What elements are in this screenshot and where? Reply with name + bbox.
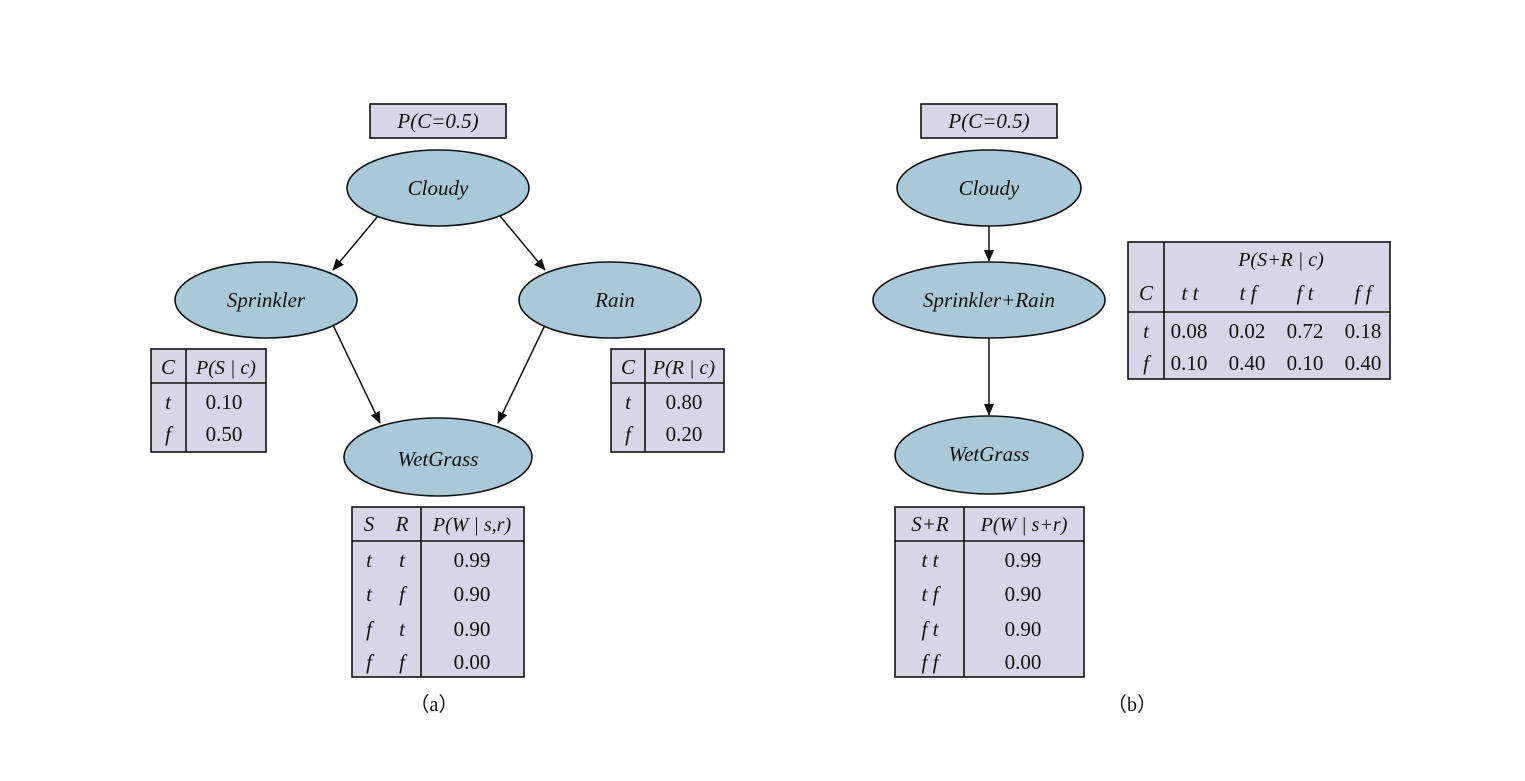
- wetgrass-cpt-a-r4-s: f: [366, 650, 375, 674]
- wetgrass-cpt-a-head-p: P(W | s,r): [432, 514, 512, 536]
- node-sprinkler-label: Sprinkler: [227, 288, 306, 312]
- node-sprinkler-rain: [872, 261, 1106, 339]
- node-sprinkler-rain-label: Sprinkler+Rain: [923, 288, 1055, 312]
- rain-cpt-row1-p: 0.80: [666, 390, 703, 414]
- joint-cpt-r2-tt: 0.10: [1171, 351, 1208, 375]
- joint-cpt-head-tf: t f: [1240, 281, 1260, 305]
- wetgrass-cpt-b-r3-sr: f t: [922, 617, 940, 641]
- wetgrass-cpt-b-r2-p: 0.90: [1005, 582, 1042, 606]
- sprinkler-cpt: C P(S | c) t 0.10 f 0.50: [150, 348, 267, 453]
- wetgrass-cpt-a-r3-s: f: [366, 617, 375, 641]
- prior-box-a: [369, 103, 507, 139]
- joint-cpt-r1-tf: 0.02: [1229, 319, 1266, 343]
- joint-cpt-r1-c: t: [1143, 319, 1150, 343]
- node-wetgrass-a: [343, 417, 533, 497]
- wetgrass-cpt-a: S R P(W | s,r) t t 0.99 t f 0.90 f t 0.9…: [351, 506, 525, 678]
- sprinkler-cpt-box: [150, 348, 267, 453]
- rain-cpt-head-c: C: [621, 355, 636, 379]
- wetgrass-cpt-a-head-r: R: [395, 512, 409, 536]
- sprinkler-cpt-row1-c: t: [165, 390, 172, 414]
- wetgrass-cpt-b-r3-p: 0.90: [1005, 617, 1042, 641]
- caption-a: （a）: [410, 693, 459, 716]
- sprinkler-cpt-head-p: P(S | c): [195, 357, 256, 379]
- node-wetgrass-a-label: WetGrass: [398, 447, 479, 471]
- node-wetgrass-b-label: WetGrass: [949, 442, 1030, 466]
- wetgrass-cpt-b: S+R P(W | s+r) t t 0.99 t f 0.90 f t 0.9…: [894, 506, 1085, 678]
- joint-cpt-head-tt: t t: [1182, 281, 1200, 305]
- sprinkler-cpt-row2-p: 0.50: [206, 422, 243, 446]
- sprinkler-cpt-row1-p: 0.10: [206, 390, 243, 414]
- edge-cloudy-sprinkler: [332, 215, 379, 271]
- joint-cpt-box: [1127, 241, 1391, 380]
- panel-b: P(C=0.5) Cloudy Sprinkler+Rain WetGrass …: [872, 103, 1391, 716]
- joint-cpt-r2-c: f: [1143, 351, 1152, 375]
- node-wetgrass-b: [894, 415, 1084, 495]
- edge-sprinkler-wetgrass: [332, 324, 381, 424]
- rain-cpt-row2-p: 0.20: [666, 422, 703, 446]
- prior-label-a: P(C=0.5): [396, 109, 478, 133]
- wetgrass-cpt-a-head-s: S: [364, 512, 375, 536]
- wetgrass-cpt-a-r3-p: 0.90: [454, 617, 491, 641]
- joint-cpt-r2-ft: 0.10: [1287, 351, 1324, 375]
- wetgrass-cpt-a-r4-r: f: [399, 650, 408, 674]
- rain-cpt-head-p: P(R | c): [652, 357, 715, 379]
- wetgrass-cpt-b-head-sr: S+R: [911, 512, 949, 536]
- wetgrass-cpt-b-r1-p: 0.99: [1005, 548, 1042, 572]
- wetgrass-cpt-a-r1-r: t: [399, 548, 406, 572]
- rain-cpt-row2-c: f: [625, 422, 634, 446]
- caption-b: （b）: [1107, 693, 1157, 716]
- wetgrass-cpt-b-head-p: P(W | s+r): [980, 514, 1068, 536]
- node-cloudy-a: [346, 149, 530, 227]
- node-sprinkler: [174, 261, 358, 339]
- wetgrass-cpt-a-r4-p: 0.00: [454, 650, 491, 674]
- wetgrass-cpt-b-r4-p: 0.00: [1005, 650, 1042, 674]
- wetgrass-cpt-a-r3-r: t: [399, 617, 406, 641]
- joint-cpt-r1-tt: 0.08: [1171, 319, 1208, 343]
- joint-cpt-r2-ff: 0.40: [1345, 351, 1382, 375]
- joint-cpt-title: P(S+R | c): [1237, 249, 1324, 271]
- rain-cpt-row1-c: t: [625, 390, 632, 414]
- joint-cpt-head-ff: f f: [1355, 281, 1375, 305]
- prior-label-b: P(C=0.5): [947, 109, 1029, 133]
- wetgrass-cpt-b-r4-sr: f f: [922, 650, 942, 674]
- prior-box-b: [920, 103, 1058, 139]
- wetgrass-cpt-a-r1-p: 0.99: [454, 548, 491, 572]
- wetgrass-cpt-b-r1-sr: t t: [922, 548, 940, 572]
- rain-cpt-box: [610, 348, 725, 453]
- node-cloudy-a-label: Cloudy: [408, 176, 469, 200]
- joint-cpt-head-c: C: [1139, 281, 1154, 305]
- wetgrass-cpt-a-r2-s: t: [366, 582, 373, 606]
- joint-cpt-r1-ft: 0.72: [1287, 319, 1324, 343]
- edge-cloudy-rain: [499, 215, 546, 271]
- joint-cpt-r2-tf: 0.40: [1229, 351, 1266, 375]
- node-rain: [518, 261, 702, 339]
- joint-cpt-r1-ff: 0.18: [1345, 319, 1382, 343]
- node-cloudy-b: [896, 149, 1082, 227]
- node-cloudy-b-label: Cloudy: [959, 176, 1020, 200]
- joint-cpt-head-ft: f t: [1297, 281, 1315, 305]
- edge-rain-wetgrass: [497, 324, 546, 424]
- sprinkler-cpt-row2-c: f: [165, 422, 174, 446]
- wetgrass-cpt-a-r2-p: 0.90: [454, 582, 491, 606]
- joint-cpt: P(S+R | c) C t t t f f t f f t 0.08 0.02…: [1127, 241, 1391, 380]
- wetgrass-cpt-a-box: [351, 506, 525, 678]
- wetgrass-cpt-b-box: [894, 506, 1085, 678]
- wetgrass-cpt-a-r2-r: f: [399, 582, 408, 606]
- wetgrass-cpt-a-r1-s: t: [366, 548, 373, 572]
- node-rain-label: Rain: [594, 288, 635, 312]
- wetgrass-cpt-b-r2-sr: t f: [922, 582, 942, 606]
- rain-cpt: C P(R | c) t 0.80 f 0.20: [610, 348, 725, 453]
- panel-a: P(C=0.5) Cloudy Sprinkler Rain WetGrass …: [150, 103, 725, 716]
- sprinkler-cpt-head-c: C: [161, 355, 176, 379]
